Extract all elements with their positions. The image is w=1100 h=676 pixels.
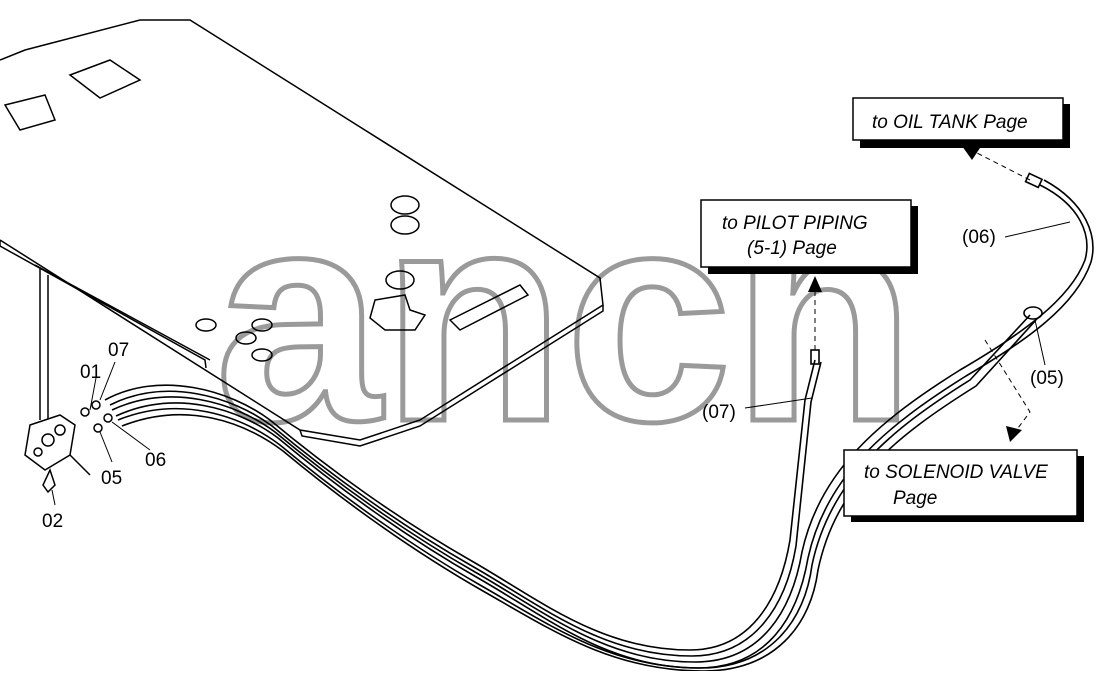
plate-hole-3: [385, 270, 415, 290]
fitting-01: [80, 407, 90, 417]
floor-plate-brackets: [34, 264, 211, 430]
ref-arrow-solenoid: [984, 339, 1031, 433]
plate-cutout-1: [68, 59, 142, 99]
label-hose-06: (06): [962, 227, 996, 248]
valve-block: [24, 400, 113, 494]
plate-hole-4: [195, 318, 217, 332]
floor-plate-edge: [0, 240, 207, 369]
label-05: 05: [101, 468, 122, 489]
hose-05-line: [117, 314, 1031, 669]
fitting-06: [103, 413, 113, 423]
ref-box-pilot-line2: (5-1) Page: [747, 238, 837, 259]
fitting-07: [91, 400, 101, 410]
plate-cutout-2: [3, 94, 57, 131]
label-hose-05: (05): [1030, 368, 1064, 389]
plate-hole-6: [235, 331, 257, 345]
valve-port-3: [33, 447, 43, 457]
leader-07: [99, 361, 116, 401]
hose-06-fitting: [1024, 172, 1044, 189]
fitting-05: [93, 423, 103, 433]
label-01: 01: [80, 362, 101, 383]
hose-07-line: [104, 359, 816, 651]
arrowhead-solenoid: [1006, 426, 1022, 442]
label-02: 02: [42, 511, 63, 532]
floor-plate-outline: [0, 19, 604, 441]
leader-01: [89, 377, 97, 411]
hose-06-line-b: [115, 179, 1094, 669]
hose-05-line-b: [121, 319, 1037, 672]
arrow-heads: [808, 146, 1022, 442]
leader-05: [99, 431, 113, 463]
leader-02: [51, 489, 56, 506]
arrowhead-oil-tank: [962, 146, 980, 160]
leader-06: [111, 421, 151, 451]
ref-box-solenoid-frame: [843, 449, 1078, 517]
ref-box-oil-tank[interactable]: to OIL TANK Page: [852, 97, 1070, 148]
label-07: 07: [108, 340, 129, 361]
leader-hose-05: [1034, 319, 1046, 366]
valve-port-2: [54, 424, 66, 436]
hose-06-line: [111, 184, 1088, 663]
plate-cutout-3: [369, 294, 427, 331]
leader-hose-06: [1004, 221, 1071, 238]
fitting-02: [42, 467, 56, 494]
leaders: [51, 151, 1071, 506]
plate-hole-5: [251, 318, 273, 332]
ref-box-oil-tank-frame: [852, 97, 1064, 141]
ref-box-pilot-frame: [700, 199, 912, 268]
hose-07-line-b: [109, 361, 822, 657]
floor-plate-front-edge: [299, 305, 604, 447]
hose-05-fitting: [1023, 306, 1043, 320]
ref-box-solenoid-valve[interactable]: to SOLENOID VALVE Page: [843, 449, 1084, 522]
ref-arrow-oil-tank: [974, 151, 1031, 181]
ref-box-oil-tank-label: to OIL TANK Page: [872, 112, 1028, 133]
label-06: 06: [145, 450, 166, 471]
plate-cutout-4: [448, 284, 530, 331]
part-labels: 01 07 05 06 02 (07) (06) (05): [42, 227, 1064, 532]
plate-hole-7: [251, 348, 273, 362]
plate-hole-1: [390, 195, 420, 215]
floor-plate: [0, 19, 604, 447]
ref-box-solenoid-line1: to SOLENOID VALVE: [864, 462, 1048, 483]
arrowhead-pilot: [808, 276, 822, 292]
valve-drain-line: [69, 454, 91, 476]
valve-port-1: [41, 433, 55, 447]
ref-box-pilot-piping[interactable]: to PILOT PIPING (5-1) Page: [700, 199, 918, 274]
label-hose-07: (07): [702, 402, 736, 423]
hose-bundle: [104, 172, 1094, 672]
ref-box-pilot-line1: to PILOT PIPING: [722, 213, 868, 234]
ref-box-solenoid-line2: Page: [893, 488, 937, 509]
leader-hose-07: [744, 397, 813, 409]
plate-hole-2: [390, 215, 420, 235]
